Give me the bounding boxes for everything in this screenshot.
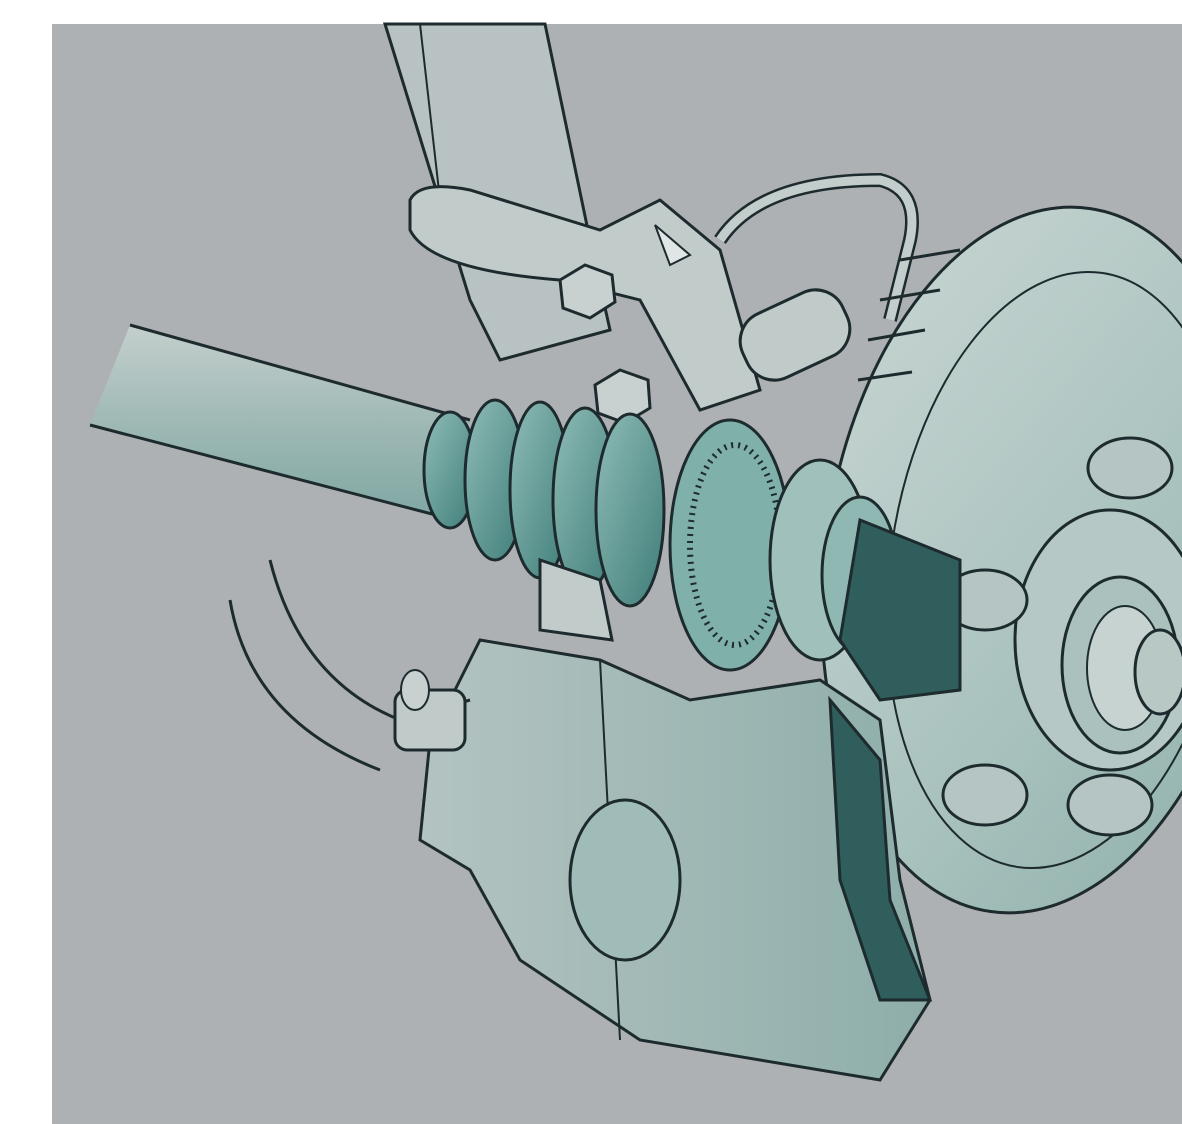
steering-knuckle — [418, 557, 932, 1082]
brake-caliper — [828, 517, 962, 1002]
mount-bolt — [558, 263, 652, 425]
drive-shaft — [89, 323, 471, 522]
hub-tone-ring — [1060, 575, 1182, 755]
cv-boot — [422, 398, 666, 608]
tie-rod-end — [228, 559, 471, 772]
brake-hose — [714, 172, 919, 382]
wheel-stud — [941, 436, 1174, 837]
